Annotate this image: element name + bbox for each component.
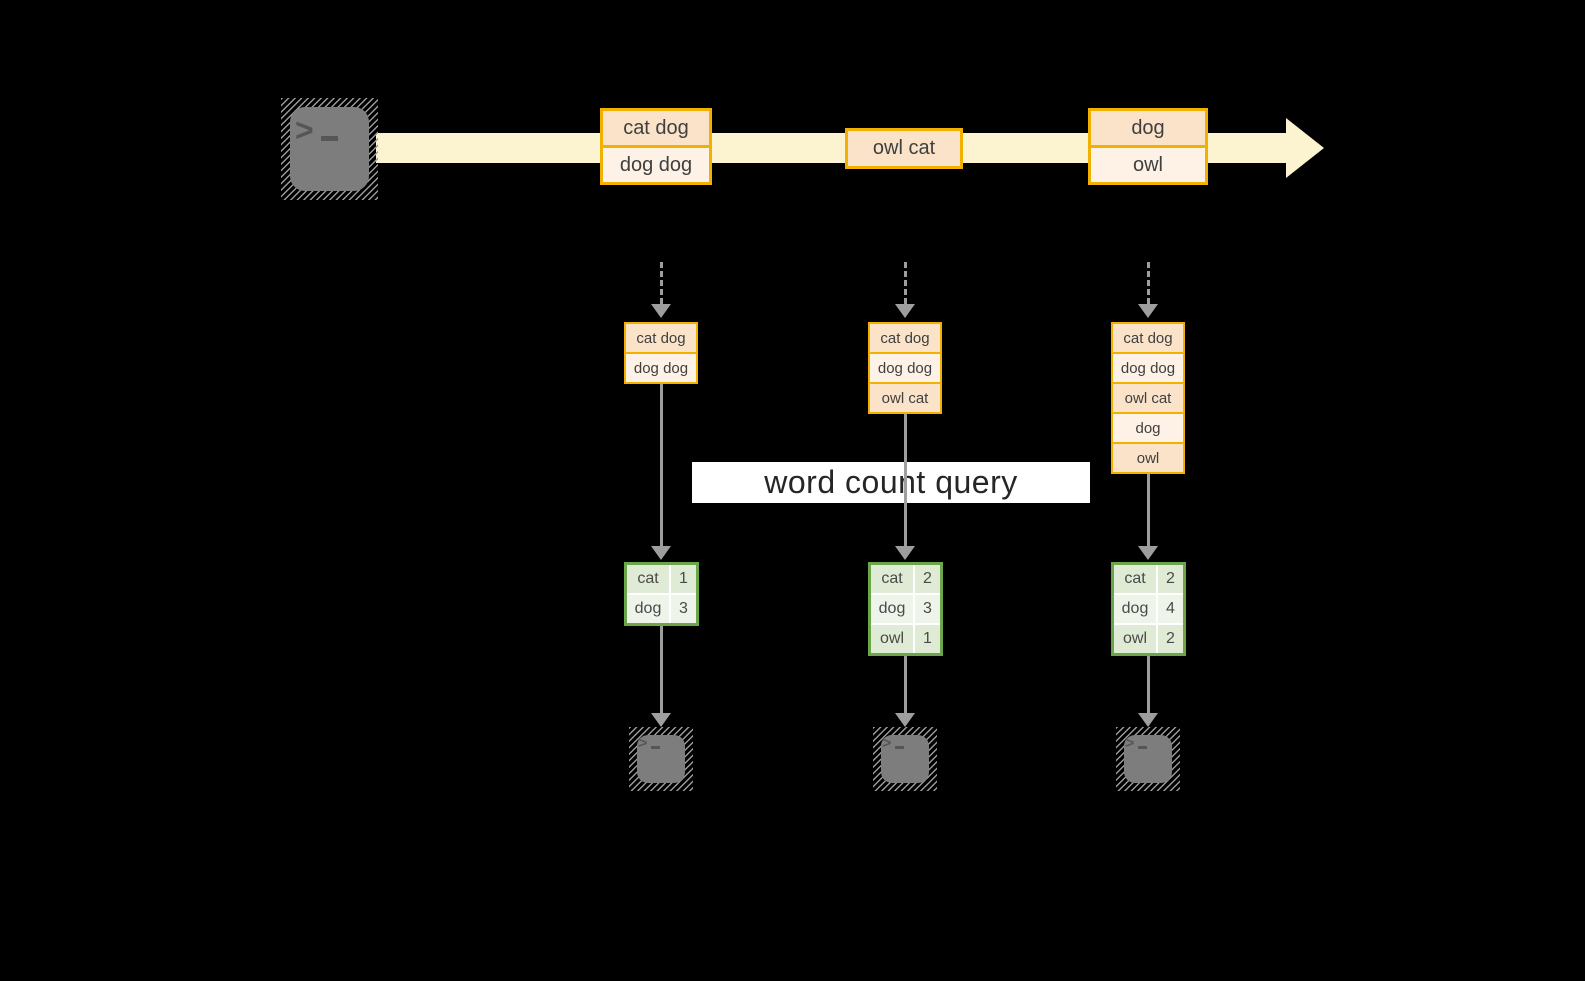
buffered-record: owl [1111,442,1185,474]
wordcount-table-1: cat 1 dog 3 [624,562,699,626]
cursor-icon [1138,746,1148,749]
table-cell-word: dog [1114,595,1156,623]
connector-arrow-icon [1138,474,1158,560]
output-arrow-icon [651,626,671,727]
buffered-record: cat dog [624,322,698,354]
stream-record: owl [1088,145,1208,185]
output-arrow-icon [895,656,915,727]
chevron-icon: > [295,112,314,148]
terminal-prompt-icon: > [1125,735,1148,752]
buffered-records-1: cat dog dog dog [624,322,698,384]
stream-record: dog dog [600,145,712,185]
table-cell-count: 3 [915,595,940,623]
output-terminal-icon: > [629,727,693,791]
table-cell-count: 4 [1158,595,1183,623]
table-cell-word: cat [627,565,669,593]
buffered-records-2: cat dog dog dog owl cat [868,322,942,414]
chevron-icon: > [882,735,892,752]
stream-record: dog [1088,108,1208,148]
terminal-body [881,735,929,783]
buffered-record: dog dog [624,352,698,384]
table-cell-count: 2 [1158,625,1183,653]
output-terminal-icon: > [1116,727,1180,791]
table-cell-word: owl [871,625,913,653]
stream-record: cat dog [600,108,712,148]
stream-record: owl cat [845,128,963,169]
stream-record-group-3: dog owl [1088,108,1208,185]
buffered-record: dog dog [868,352,942,384]
cursor-icon [895,746,905,749]
buffered-record: cat dog [868,322,942,354]
query-banner-label: word count query [764,464,1018,500]
stream-record-group-2: owl cat [845,128,963,169]
connector-arrow-icon [895,414,915,560]
wordcount-table-3: cat 2 dog 4 owl 2 [1111,562,1186,656]
table-cell-word: dog [627,595,669,623]
output-terminal-icon: > [873,727,937,791]
output-arrow-icon [1138,656,1158,727]
query-banner: word count query [692,462,1090,503]
buffered-record: owl cat [1111,382,1185,414]
stream-record-group-1: cat dog dog dog [600,108,712,185]
dashed-arrow-icon [651,262,671,318]
table-cell-count: 1 [915,625,940,653]
buffered-record: owl cat [868,382,942,414]
wordcount-table-2: cat 2 dog 3 owl 1 [868,562,943,656]
stream-band-arrowhead-icon [1286,118,1324,178]
table-cell-word: owl [1114,625,1156,653]
connector-arrow-icon [651,384,671,560]
table-cell-count: 1 [671,565,696,593]
cursor-icon [651,746,661,749]
chevron-icon: > [638,735,648,752]
source-terminal-icon: > [281,98,378,200]
buffered-record: dog dog [1111,352,1185,384]
buffered-record: cat dog [1111,322,1185,354]
table-cell-word: cat [871,565,913,593]
table-cell-word: cat [1114,565,1156,593]
terminal-prompt-icon: > [882,735,905,752]
table-cell-word: dog [871,595,913,623]
dashed-arrow-icon [895,262,915,318]
buffered-record: dog [1111,412,1185,444]
terminal-prompt-icon: > [638,735,661,752]
terminal-prompt-icon: > [295,114,338,146]
terminal-body [290,107,369,191]
terminal-body [637,735,685,783]
chevron-icon: > [1125,735,1135,752]
terminal-body [1124,735,1172,783]
table-cell-count: 2 [915,565,940,593]
cursor-icon [320,136,338,141]
dashed-arrow-icon [1138,262,1158,318]
table-cell-count: 3 [671,595,696,623]
buffered-records-3: cat dog dog dog owl cat dog owl [1111,322,1185,474]
table-cell-count: 2 [1158,565,1183,593]
